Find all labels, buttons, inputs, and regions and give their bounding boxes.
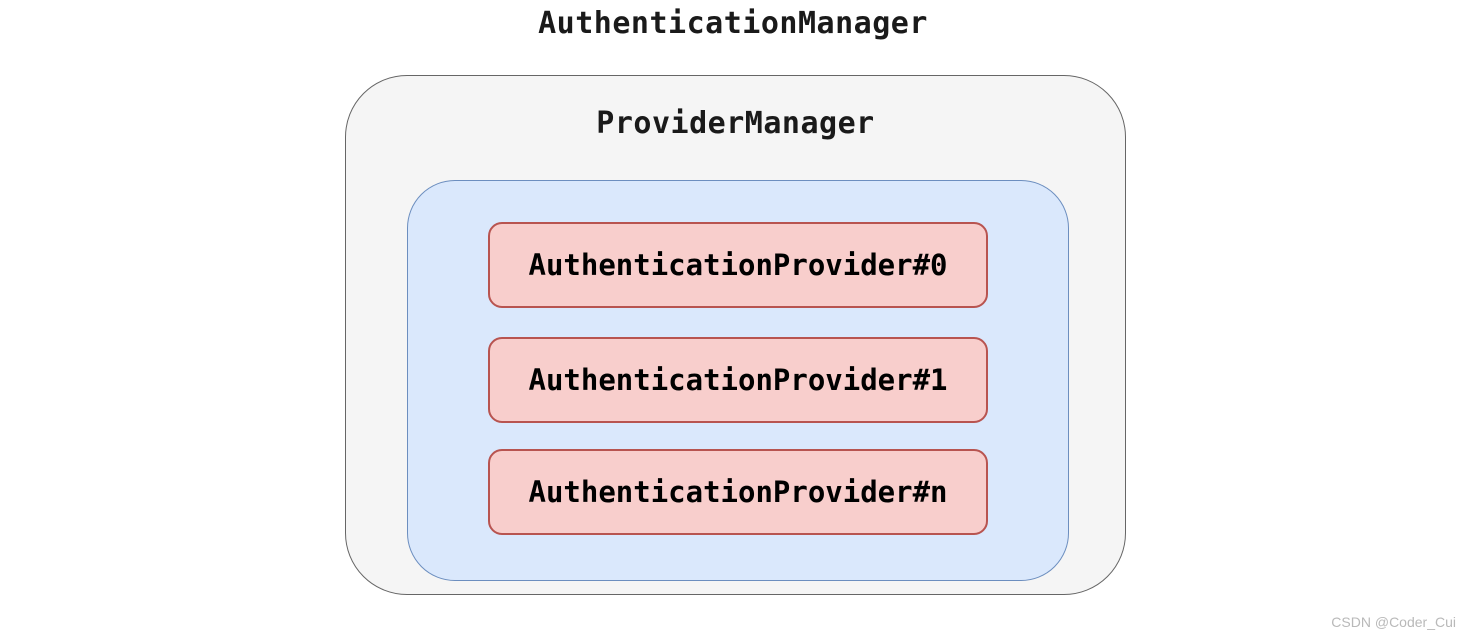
provider-manager-label: ProviderManager: [596, 106, 875, 141]
authentication-provider-0-label: AuthenticationProvider#0: [528, 248, 948, 282]
diagram-title-authentication-manager: AuthenticationManager: [538, 6, 928, 41]
authentication-provider-n-box: AuthenticationProvider#n: [488, 449, 988, 535]
authentication-provider-n-label: AuthenticationProvider#n: [528, 475, 948, 509]
authentication-provider-0-box: AuthenticationProvider#0: [488, 222, 988, 308]
watermark-text: CSDN @Coder_Cui: [1331, 614, 1456, 630]
authentication-provider-1-label: AuthenticationProvider#1: [528, 363, 948, 397]
provider-manager-container: ProviderManager AuthenticationProvider#0…: [345, 75, 1126, 595]
authentication-provider-1-box: AuthenticationProvider#1: [488, 337, 988, 423]
providers-group-container: AuthenticationProvider#0 AuthenticationP…: [407, 180, 1069, 581]
